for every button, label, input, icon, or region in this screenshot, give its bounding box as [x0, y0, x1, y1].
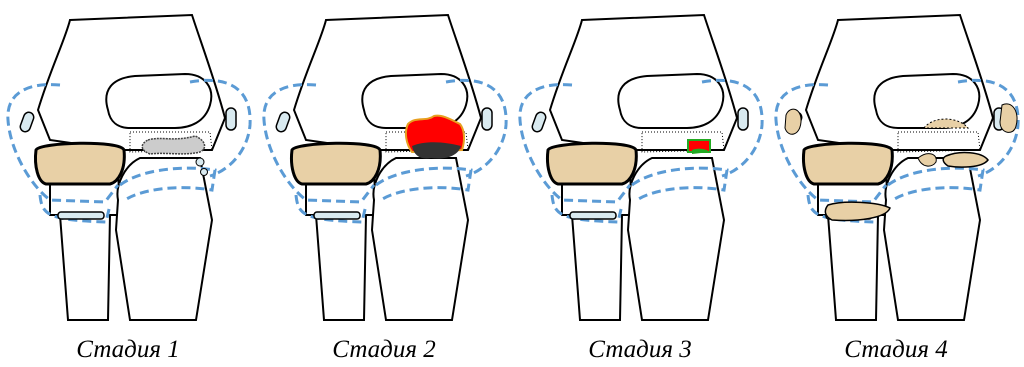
elbow-joint-diagram	[512, 0, 768, 340]
left-ligament	[275, 111, 291, 133]
lesion	[406, 116, 464, 159]
stage-3-panel: Стадия 3	[512, 0, 768, 367]
stage-caption: Стадия 4	[768, 336, 1024, 364]
elbow-joint-diagram	[0, 0, 256, 340]
meniscus-strip	[314, 212, 360, 219]
ulna-bone	[884, 158, 980, 320]
ulna-bone	[628, 158, 724, 320]
stage-4-panel: Стадия 4	[768, 0, 1024, 367]
radial-head	[803, 143, 892, 184]
humerus	[38, 15, 225, 150]
ulna-bone	[116, 158, 212, 320]
meniscus-strip	[58, 212, 104, 219]
stage-1-panel: Стадия 1	[0, 0, 256, 367]
humerus	[806, 15, 993, 150]
radius-bone	[818, 170, 888, 320]
radius-bone	[306, 170, 376, 320]
right-ligament	[226, 108, 236, 130]
radial-head	[547, 143, 636, 184]
elbow-joint-diagram	[768, 0, 1024, 340]
left-ligament	[19, 111, 35, 133]
meniscus-strip	[570, 212, 616, 219]
right-ligament	[482, 108, 492, 130]
left-ligament	[531, 111, 547, 133]
ulna-bone	[372, 158, 468, 320]
radius-bone	[562, 170, 632, 320]
elbow-joint-diagram	[256, 0, 512, 340]
stage-caption: Стадия 2	[256, 336, 512, 364]
stage-caption: Стадия 3	[512, 336, 768, 364]
humerus	[550, 15, 737, 150]
radial-head	[35, 143, 124, 184]
lesion	[688, 140, 710, 154]
stage-caption: Стадия 1	[0, 336, 256, 364]
radius-bone	[50, 170, 120, 320]
stage-2-panel: Стадия 2	[256, 0, 512, 367]
right-ligament	[738, 108, 748, 130]
radial-head	[291, 143, 380, 184]
